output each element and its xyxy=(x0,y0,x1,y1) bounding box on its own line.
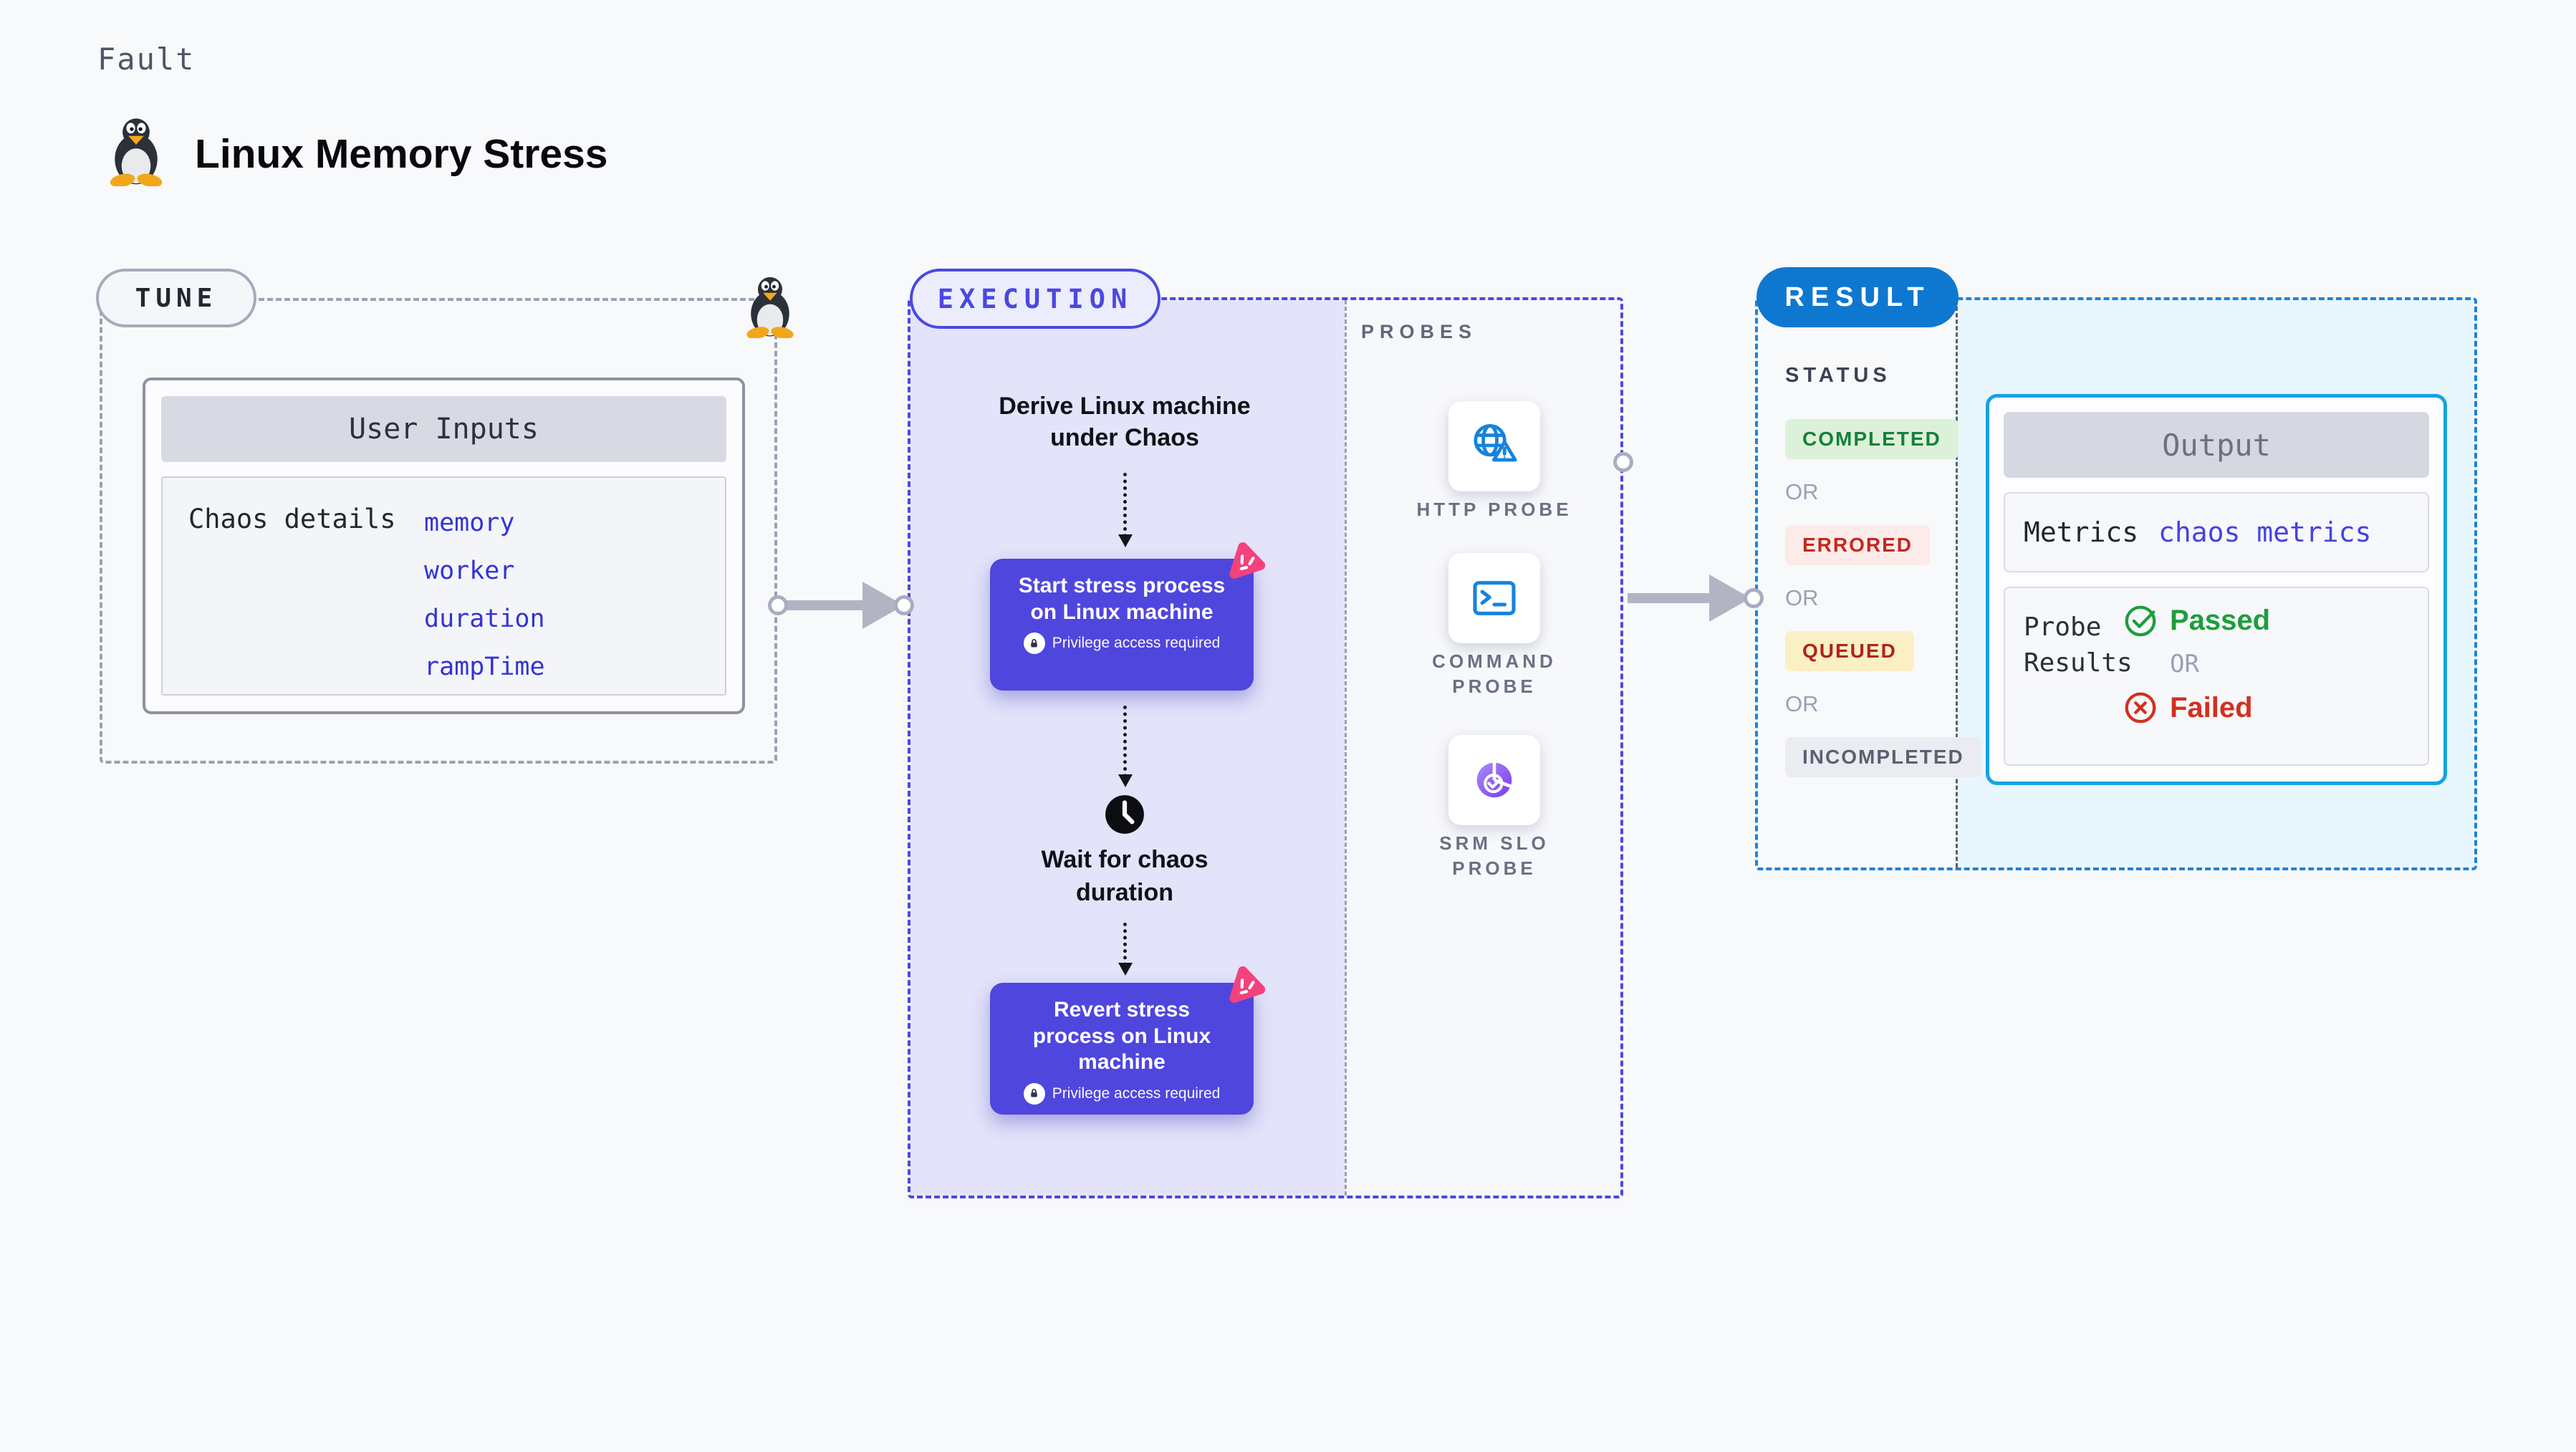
result-section-pill: RESULT xyxy=(1756,267,1959,327)
probes-label: PROBES xyxy=(1361,321,1478,342)
revert-stress-title: Revert stress process on Linux machine xyxy=(1032,998,1211,1074)
check-circle-icon xyxy=(2125,605,2156,637)
chaos-experiment-icon xyxy=(1229,542,1266,579)
metrics-label: Metrics xyxy=(2024,516,2139,548)
user-inputs-body: Chaos details memory worker duration ram… xyxy=(161,476,726,696)
status-column: STATUS COMPLETED OR ERRORED OR QUEUED OR… xyxy=(1785,364,1981,777)
result-divider xyxy=(1956,300,1958,867)
privilege-row: Privilege access required xyxy=(1017,1082,1226,1105)
output-card: Output Metrics chaos metrics Probe Resul… xyxy=(1986,394,2447,785)
flow-arrow-2 xyxy=(1118,706,1133,787)
arrow-execution-to-result-shaft xyxy=(1628,593,1711,603)
param-link-memory[interactable]: memory xyxy=(424,509,515,537)
status-badge-incompleted: INCOMPLETED xyxy=(1785,737,1981,777)
globe-warning-icon xyxy=(1474,424,1517,462)
srm-slo-probe-label: SRM SLO PROBE xyxy=(1439,832,1549,880)
probe-results-values: Passed OR Failed xyxy=(2123,602,2270,726)
http-probe-card xyxy=(1448,401,1540,491)
status-badge-errored: ERRORED xyxy=(1785,525,1931,565)
page-title: Linux Memory Stress xyxy=(195,131,608,177)
result-section-label: RESULT xyxy=(1784,282,1931,312)
status-badge-queued: QUEUED xyxy=(1785,631,1914,671)
connector-execution-in xyxy=(894,595,914,615)
terminal-icon xyxy=(1473,581,1516,615)
passed-label: Passed xyxy=(2170,604,2271,636)
start-stress-card: Start stress process on Linux machine Pr… xyxy=(990,542,1266,691)
connector-tune-out xyxy=(768,595,788,615)
flow-arrow-3 xyxy=(1118,923,1133,976)
lock-icon xyxy=(1023,1082,1045,1105)
arrow-tune-to-execution-shaft xyxy=(781,600,865,610)
execution-section-label: EXECUTION xyxy=(937,283,1133,314)
http-probe-label: HTTP PROBE xyxy=(1416,499,1572,520)
chaos-params-list: memory worker duration rampTime xyxy=(424,499,545,691)
user-inputs-header: User Inputs xyxy=(161,396,726,462)
tune-section-pill: TUNE xyxy=(96,269,256,327)
param-link-ramptime[interactable]: rampTime xyxy=(424,653,545,681)
derive-step-text: Derive Linux machine under Chaos xyxy=(999,393,1251,452)
revert-stress-card: Revert stress process on Linux machine P… xyxy=(990,966,1266,1115)
status-or: OR xyxy=(1785,479,1819,504)
command-probe-card xyxy=(1448,553,1540,643)
status-title: STATUS xyxy=(1785,364,1891,387)
flow-arrow-1 xyxy=(1118,473,1133,547)
srm-slo-probe-card xyxy=(1448,735,1540,825)
privilege-note: Privilege access required xyxy=(1052,1085,1221,1102)
start-stress-title: Start stress process on Linux machine xyxy=(1018,574,1226,624)
status-or: OR xyxy=(1785,585,1819,610)
chaos-details-label: Chaos details xyxy=(188,504,396,534)
tune-section-box xyxy=(100,298,777,764)
chaos-metrics-link[interactable]: chaos metrics xyxy=(2158,516,2372,548)
output-header: Output xyxy=(2004,412,2429,478)
metrics-row: Metrics chaos metrics xyxy=(2004,492,2429,572)
execution-section-pill: EXECUTION xyxy=(910,269,1160,329)
wait-step-text: Wait for chaos duration xyxy=(1041,846,1208,906)
tune-section-label: TUNE xyxy=(135,283,218,313)
x-circle-icon xyxy=(2125,692,2156,723)
param-link-worker[interactable]: worker xyxy=(424,557,515,585)
command-probe-label: COMMAND PROBE xyxy=(1432,650,1557,698)
user-inputs-title: User Inputs xyxy=(349,413,539,446)
user-inputs-card: User Inputs Chaos details memory worker … xyxy=(143,378,745,714)
probe-results-row: Probe Results Passed OR Failed xyxy=(2004,587,2429,766)
status-badge-completed: COMPLETED xyxy=(1785,419,1959,459)
lock-icon xyxy=(1023,633,1045,655)
connector-result-in xyxy=(1744,588,1764,608)
failed-label: Failed xyxy=(2170,691,2253,723)
output-title: Output xyxy=(2162,427,2271,463)
param-link-duration[interactable]: duration xyxy=(424,605,545,633)
privilege-row: Privilege access required xyxy=(1017,633,1226,655)
probe-results-label: Probe Results xyxy=(2024,612,2133,678)
linux-tux-small-icon xyxy=(746,277,794,338)
status-or: OR xyxy=(1785,691,1819,716)
chaos-experiment-icon xyxy=(1229,966,1266,1003)
probe-or: OR xyxy=(2170,650,2199,678)
linux-tux-icon xyxy=(110,118,163,186)
failed-row: Failed xyxy=(2123,690,2270,726)
slo-pie-icon xyxy=(1476,761,1513,798)
fault-kicker: Fault xyxy=(97,42,196,77)
clock-icon xyxy=(1105,795,1144,834)
connector-probes-edge xyxy=(1613,452,1633,472)
passed-row: Passed xyxy=(2123,602,2270,638)
privilege-note: Privilege access required xyxy=(1052,635,1221,652)
